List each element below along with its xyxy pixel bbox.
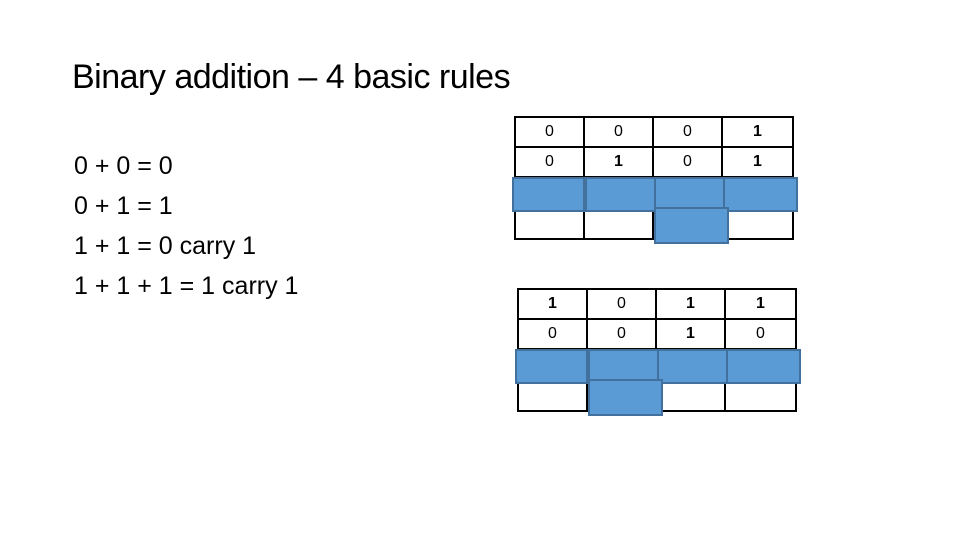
rules-list: 0 + 0 = 0 0 + 1 = 1 1 + 1 = 0 carry 1 1 … [74,146,298,306]
table-cell: 0 [654,148,723,178]
table-cell: 0 [654,118,723,148]
table-cell [519,380,588,410]
highlight-rect [726,349,801,384]
table-cell: 1 [585,148,654,178]
highlight-rect [585,177,660,212]
rule-line-2: 0 + 1 = 1 [74,192,173,220]
table-cell: 1 [726,290,795,320]
highlight-rect [654,207,729,244]
table-cell: 0 [588,290,657,320]
table-cell: 0 [726,320,795,350]
table-cell: 0 [516,118,585,148]
table-cell [585,208,654,238]
table-cell: 0 [588,320,657,350]
table-cell: 0 [516,148,585,178]
table-cell: 0 [519,320,588,350]
rule-line-1: 0 + 0 = 0 [74,152,173,180]
highlight-rect [588,379,663,416]
table-cell: 1 [657,290,726,320]
table-cell: 0 [585,118,654,148]
highlight-rect [515,349,588,384]
rule-line-4: 1 + 1 + 1 = 1 carry 1 [74,272,299,300]
table-cell [726,380,795,410]
table-cell: 1 [657,320,726,350]
table-cell: 1 [519,290,588,320]
table-cell [723,208,792,238]
slide-title: Binary addition – 4 basic rules [72,58,511,96]
highlight-rect [657,349,732,384]
highlight-rect [723,177,798,212]
highlight-rect [512,177,585,212]
rule-line-3: 1 + 1 = 0 carry 1 [74,232,257,260]
table-cell: 1 [723,148,792,178]
table-cell [657,380,726,410]
table-cell: 1 [723,118,792,148]
table-cell [516,208,585,238]
